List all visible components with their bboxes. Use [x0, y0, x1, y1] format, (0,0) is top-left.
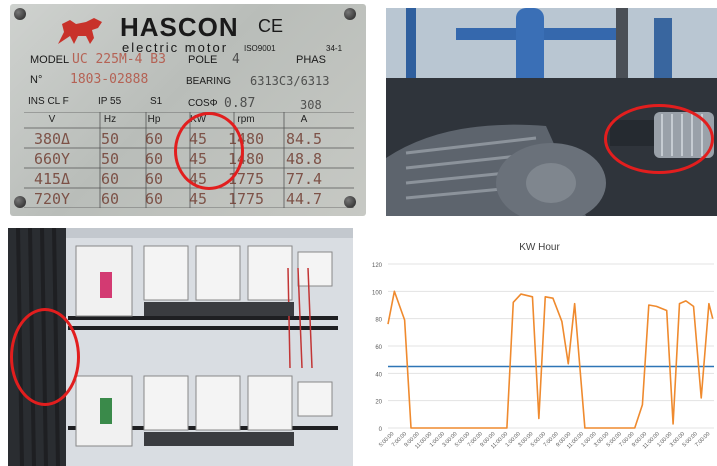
- kw-highlight-circle: [174, 112, 244, 190]
- rating-cell: 660Y: [33, 150, 71, 168]
- cos-label: COSΦ: [188, 98, 218, 109]
- rating-cell: 60: [144, 150, 164, 168]
- standard-code: 34-1: [326, 44, 343, 53]
- rating-cell: 84.5: [285, 130, 323, 148]
- rating-cell: 50: [100, 150, 120, 168]
- iso-cert: ISO9001: [244, 44, 276, 53]
- brand-subtitle: electric motor: [122, 40, 229, 55]
- y-tick-label: 120: [372, 263, 383, 269]
- phase-label: PHAS: [296, 54, 326, 66]
- y-tick-label: 60: [375, 345, 382, 351]
- model-value: UC 225M-4 B3: [72, 52, 166, 67]
- rating-header: Hz: [103, 114, 117, 125]
- screw-top-left: [14, 8, 26, 20]
- extra-value: 308: [300, 98, 322, 112]
- chart-plot-area: 0204060801001205:00:007:00:009:00:0011:0…: [372, 263, 714, 450]
- rating-cell: 60: [144, 190, 164, 208]
- chart-title: KW Hour: [519, 242, 560, 253]
- y-tick-label: 20: [375, 400, 382, 406]
- y-tick-label: 0: [379, 427, 383, 433]
- y-tick-label: 40: [375, 372, 382, 378]
- serial-value: 1803-02888: [70, 72, 149, 87]
- rating-cell: 60: [144, 170, 164, 188]
- bearing-value: 6313C3/6313: [250, 74, 330, 88]
- rating-cell: 60: [100, 170, 120, 188]
- y-tick-label: 80: [375, 318, 382, 324]
- electrical-panel-photo: [8, 228, 353, 466]
- rating-cell: 380Δ: [33, 130, 71, 148]
- pole-label: POLE: [188, 54, 218, 66]
- horse-logo-icon: [58, 18, 102, 44]
- rating-cell: 60: [144, 130, 164, 148]
- rating-cell: 720Y: [33, 190, 71, 208]
- ce-mark: CE: [258, 16, 284, 36]
- model-label: MODEL: [30, 54, 70, 66]
- rating-header: Hp: [147, 114, 161, 125]
- pump-motor-photo: [386, 8, 717, 216]
- rating-cell: 48.8: [285, 150, 323, 168]
- screw-top-right: [344, 8, 356, 20]
- bearing-label: BEARING: [186, 76, 232, 87]
- pole-value: 4: [232, 52, 240, 67]
- duty-s1: S1: [150, 96, 163, 107]
- rating-cell: 1775: [227, 190, 265, 208]
- kw-series-line: [387, 290, 714, 429]
- rating-header: V: [48, 114, 56, 125]
- insulation-class: INS CL F: [28, 96, 69, 107]
- rating-cell: 415Δ: [33, 170, 71, 188]
- cable-highlight-circle: [10, 308, 80, 406]
- rating-cell: 45: [188, 190, 208, 208]
- screw-bottom-left: [14, 196, 26, 208]
- ip-rating: IP 55: [98, 96, 122, 107]
- rating-cell: 44.7: [285, 190, 323, 208]
- pump-motor-illustration: [386, 8, 717, 216]
- brand-name: HASCON: [120, 12, 239, 42]
- rating-cell: 50: [100, 130, 120, 148]
- screw-bottom-right: [344, 196, 356, 208]
- rating-header: A: [300, 114, 308, 125]
- motor-nameplate-photo: HASCON electric motor CE ISO9001 34-1 MO…: [10, 4, 366, 216]
- rating-header: rpm: [237, 114, 255, 125]
- motor-coupling-highlight-circle: [604, 104, 714, 174]
- serial-label: N°: [30, 74, 43, 86]
- rating-cell: 1775: [227, 170, 265, 188]
- cos-value: 0.87: [224, 96, 256, 111]
- y-tick-label: 100: [372, 290, 383, 296]
- rating-cell: 60: [100, 190, 120, 208]
- rating-cell: 77.4: [285, 170, 323, 188]
